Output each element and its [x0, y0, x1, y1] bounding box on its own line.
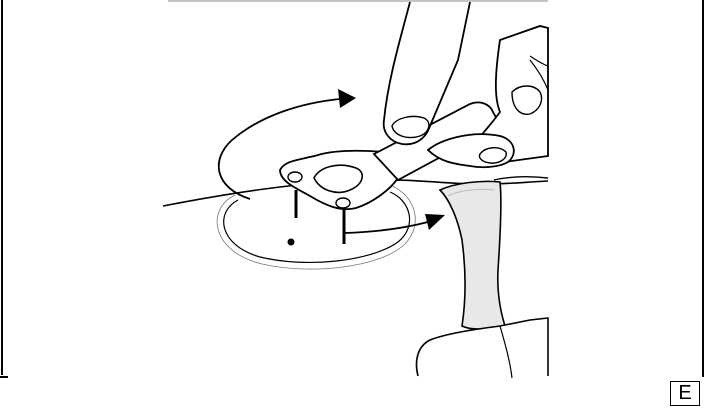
lower-arrow-icon: [345, 214, 445, 233]
panel-label: E: [670, 381, 700, 406]
hand-icon: [374, 2, 548, 180]
anchor-dot: [288, 239, 295, 246]
